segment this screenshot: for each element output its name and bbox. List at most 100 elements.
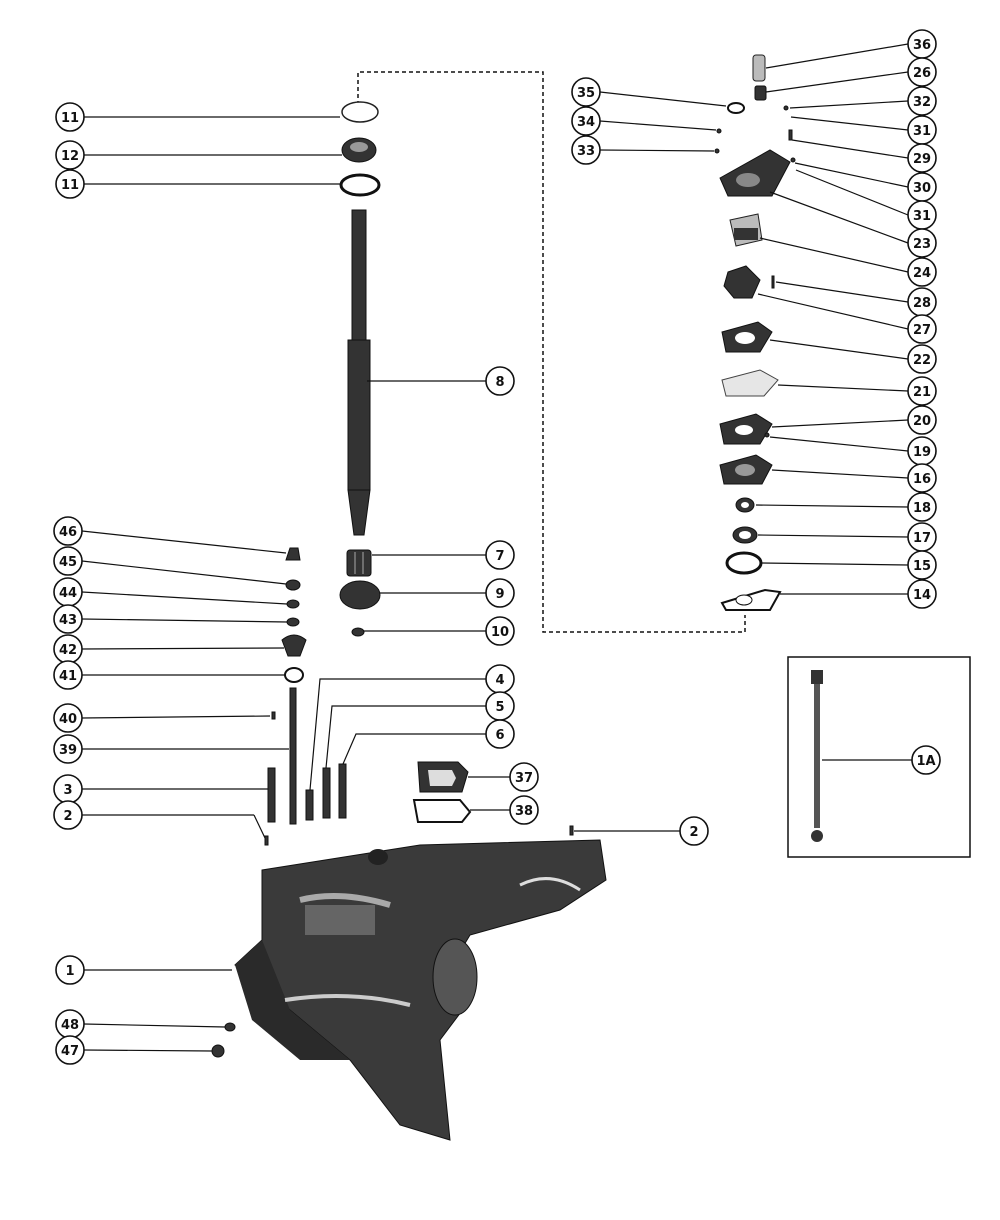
callout-17: 17 (907, 522, 937, 552)
callout-23: 23 (907, 228, 937, 258)
callout-33: 33 (571, 135, 601, 165)
part-42-bushing (281, 634, 307, 657)
callout-15: 15 (907, 550, 937, 580)
svg-text:19: 19 (913, 445, 931, 460)
svg-text:4: 4 (495, 673, 504, 688)
svg-text:1A: 1A (916, 754, 935, 769)
svg-text:11: 11 (61, 178, 79, 193)
part-38-gasket (412, 799, 472, 823)
svg-text:42: 42 (59, 643, 77, 658)
svg-text:46: 46 (59, 525, 77, 540)
callout-48: 48 (55, 1009, 85, 1039)
callout-44: 44 (53, 577, 83, 607)
part-46-knob (285, 547, 301, 561)
callout-2-right: 2 (679, 816, 709, 846)
svg-text:31: 31 (913, 209, 931, 224)
svg-text:37: 37 (515, 771, 533, 786)
svg-text:8: 8 (495, 375, 504, 390)
svg-text:48: 48 (61, 1018, 79, 1033)
part-44-nut (286, 599, 300, 609)
callout-3: 3 (53, 774, 83, 804)
callout-14: 14 (907, 579, 937, 609)
part-15-oring (725, 551, 763, 575)
callout-6: 6 (485, 719, 515, 749)
part-29-screw (788, 129, 793, 141)
callout-29: 29 (907, 143, 937, 173)
part-3-stud (267, 767, 276, 823)
callout-20: 20 (907, 405, 937, 435)
callout-27: 27 (907, 314, 937, 344)
svg-text:20: 20 (913, 414, 931, 429)
callout-18: 18 (907, 492, 937, 522)
svg-text:2: 2 (689, 825, 698, 840)
part-32-small (783, 105, 789, 111)
callout-7: 7 (485, 540, 515, 570)
part-14-gasket (720, 588, 782, 611)
svg-text:3: 3 (63, 783, 72, 798)
part-39-shift-shaft (289, 687, 297, 825)
callout-42: 42 (53, 634, 83, 664)
callout-10: 10 (485, 616, 515, 646)
part-28-key (771, 275, 775, 289)
callout-39: 39 (53, 734, 83, 764)
part-35-grommet (727, 102, 745, 114)
part-11-lower (339, 173, 381, 197)
part-26-seal (754, 85, 767, 101)
callout-31-upper: 31 (907, 115, 937, 145)
part-9-gear (339, 580, 381, 610)
part-2-pin-right (569, 825, 574, 836)
callout-40: 40 (53, 703, 83, 733)
svg-text:44: 44 (59, 586, 77, 601)
part-6-stud (338, 763, 347, 819)
callout-37: 37 (509, 762, 539, 792)
part-20-gasket (719, 413, 773, 445)
callout-41: 41 (53, 660, 83, 690)
callout-28: 28 (907, 287, 937, 317)
svg-text:38: 38 (515, 804, 533, 819)
part-45-washer (285, 579, 301, 591)
part-47-plug (211, 1044, 225, 1058)
part-22-gasket (721, 321, 773, 353)
callout-8: 8 (485, 366, 515, 396)
callout-35: 35 (571, 77, 601, 107)
svg-text:47: 47 (61, 1044, 79, 1059)
part-10-washer (351, 627, 365, 637)
svg-text:39: 39 (59, 743, 77, 758)
part-41-oring (284, 667, 304, 683)
svg-text:18: 18 (913, 501, 931, 516)
callout-1: 1 (55, 955, 85, 985)
part-24-insert (729, 213, 763, 247)
part-48-washer (224, 1022, 236, 1032)
part-2-pin-left (264, 835, 269, 846)
svg-text:10: 10 (491, 625, 509, 640)
callout-11-lower: 11 (55, 169, 85, 199)
part-30-small (790, 157, 796, 163)
callout-31-lower: 31 (907, 200, 937, 230)
callout-19: 19 (907, 436, 937, 466)
svg-text:11: 11 (61, 111, 79, 126)
svg-text:43: 43 (59, 613, 77, 628)
svg-text:32: 32 (913, 95, 931, 110)
svg-text:5: 5 (495, 700, 504, 715)
svg-text:9: 9 (495, 587, 504, 602)
inset-box-1A (787, 656, 971, 858)
callout-38: 38 (509, 795, 539, 825)
part-17-seal (732, 526, 758, 544)
part-5-stud (322, 767, 331, 819)
callout-45: 45 (53, 546, 83, 576)
svg-text:7: 7 (495, 549, 504, 564)
callout-46: 46 (53, 516, 83, 546)
callout-11-upper: 11 (55, 102, 85, 132)
svg-text:29: 29 (913, 152, 931, 167)
svg-text:21: 21 (913, 385, 931, 400)
part-40-pin (271, 711, 276, 720)
callout-36: 36 (907, 29, 937, 59)
svg-text:2: 2 (63, 809, 72, 824)
part-8-driveshaft (347, 209, 371, 536)
svg-text:15: 15 (913, 559, 931, 574)
part-4-stud (305, 789, 314, 821)
callout-4: 4 (485, 664, 515, 694)
svg-text:36: 36 (913, 38, 931, 53)
callout-24: 24 (907, 257, 937, 287)
